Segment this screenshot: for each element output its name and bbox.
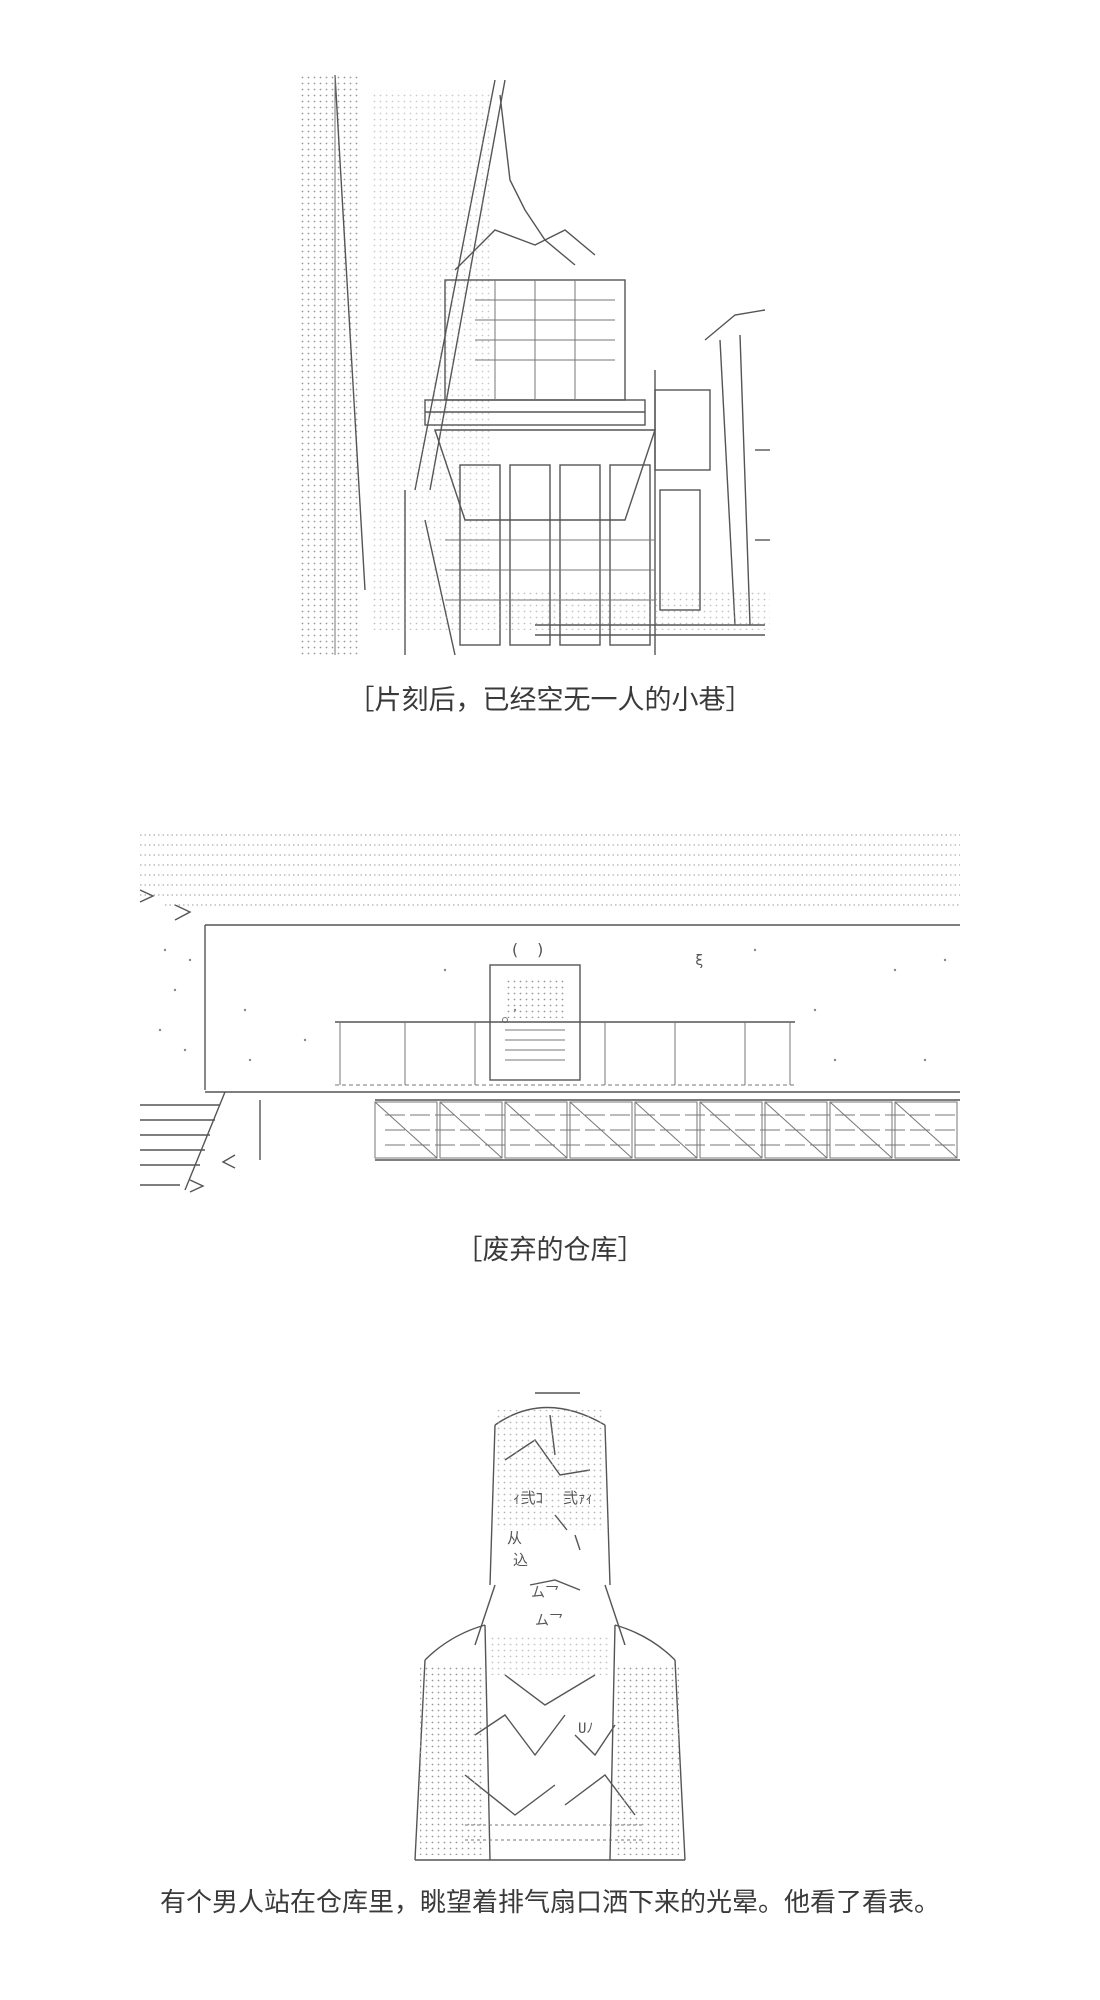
man-mouth-left-text: ム乛 <box>531 1585 559 1601</box>
alley-caption: ［片刻后，已经空无一人的小巷］ <box>347 685 753 716</box>
man-cheek-left2-text: 込 <box>513 1551 528 1569</box>
man-hands-text: Uﾉ <box>578 1721 593 1737</box>
man-eye-right-text: 弐ｧｨ <box>563 1489 593 1507</box>
man-caption: 有个男人站在仓库里，眺望着排气扇口洒下来的光晕。他看了看表。 <box>159 1888 940 1918</box>
man-mouth-right-text: ム乛 <box>535 1613 563 1629</box>
warehouse-caption: ［废弃的仓库］ <box>455 1235 645 1266</box>
warehouse-art: ( ) ξ <box>135 830 965 1210</box>
warehouse-xi-text: ξ <box>695 953 703 969</box>
warehouse-parens-text: ( ) <box>510 940 545 959</box>
man-art: ｨ弐ｺ 弐ｧｨ 从 込 ム乛 ム乛 <box>395 1385 705 1865</box>
man-cheek-left-text: 从 <box>507 1529 522 1547</box>
man-eye-left-text: ｨ弐ｺ <box>513 1489 543 1507</box>
alley-art <box>295 70 775 660</box>
